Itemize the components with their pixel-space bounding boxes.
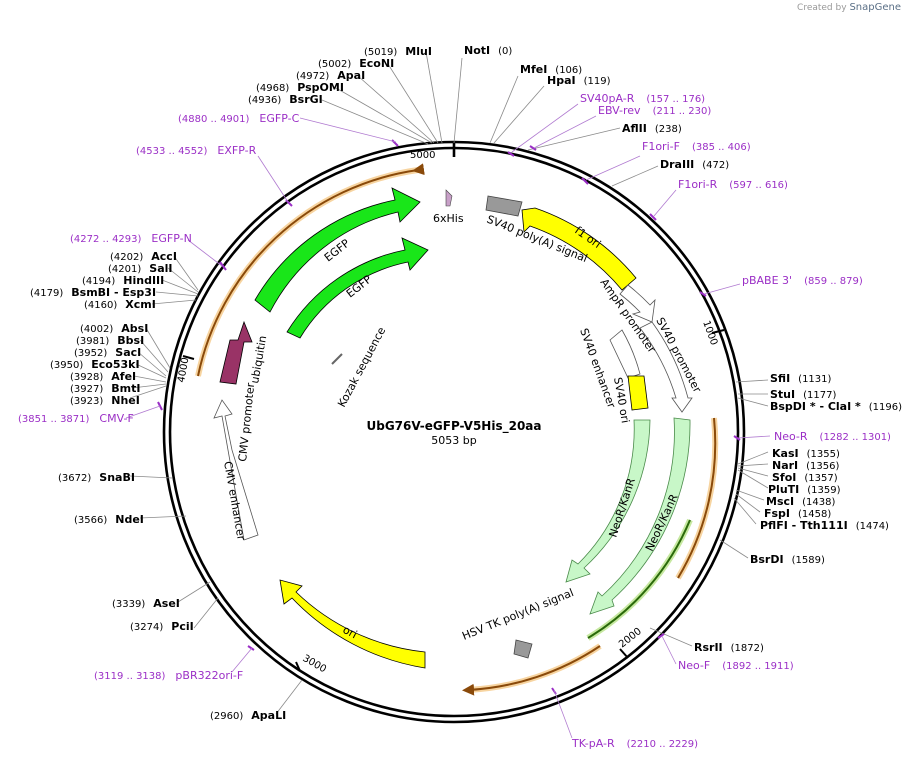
sv40pa-box bbox=[485, 195, 523, 217]
neor-arrow-inner bbox=[565, 419, 651, 583]
site-stui: StuI(1177) bbox=[770, 388, 836, 401]
site-hindiii: (4194)HindIII bbox=[82, 274, 164, 287]
site-absi: (4002)AbsI bbox=[80, 322, 148, 335]
primer-ebv-rev: EBV-rev(211 .. 230) bbox=[598, 104, 711, 117]
site-econi: (5002)EcoNI bbox=[318, 57, 394, 70]
site-apali: (2960)ApaLI bbox=[210, 709, 286, 722]
primer-pbabe3: pBABE 3'(859 .. 879) bbox=[742, 274, 863, 287]
plasmid-name: UbG76V-eGFP-V5His_20aa bbox=[367, 419, 542, 434]
ori-arrow bbox=[279, 579, 426, 669]
primer-pbr322ori-f: (3119 .. 3138)pBR322ori-F bbox=[94, 669, 243, 682]
credit-brand: SnapGene bbox=[849, 2, 901, 13]
hsvtk-box bbox=[513, 639, 533, 659]
sv40-promoter-arrow bbox=[639, 321, 693, 413]
primer-tk-pa-r: TK-pA-R(2210 .. 2229) bbox=[571, 737, 698, 750]
snapgene-credit: Created by SnapGene bbox=[797, 2, 901, 13]
site-hpai: HpaI(119) bbox=[547, 74, 611, 87]
site-leaders bbox=[129, 51, 769, 715]
credit-prefix: Created by bbox=[797, 3, 847, 13]
primer-labels: SV40pA-R(157 .. 176) EBV-rev(211 .. 230)… bbox=[18, 92, 891, 750]
label-6xhis: 6xHis bbox=[433, 212, 464, 225]
site-noti: NotI(0) bbox=[464, 44, 512, 57]
site-bspdi: BspDI * - ClaI *(1196) bbox=[770, 400, 902, 413]
site-sfii: SfiI(1131) bbox=[770, 372, 832, 385]
primer-leaders bbox=[125, 103, 771, 739]
ruler-3000: 3000 bbox=[301, 653, 329, 675]
site-snabi: (3672)SnaBI bbox=[58, 471, 135, 484]
site-kasi: KasI(1355) bbox=[772, 447, 840, 460]
site-asei: (3339)AseI bbox=[112, 597, 180, 610]
ruler-5000: 5000 bbox=[410, 150, 435, 161]
primer-f1ori-r: F1ori-R(597 .. 616) bbox=[678, 178, 788, 191]
site-draiii: DraIII(472) bbox=[660, 158, 729, 171]
ruler-4000: 4000 bbox=[176, 357, 191, 384]
primer-egfp-c: (4880 .. 4901)EGFP-C bbox=[178, 112, 300, 125]
egfp-arrow-outer bbox=[254, 187, 421, 313]
orf-arcs bbox=[195, 163, 719, 696]
site-ndei: (3566)NdeI bbox=[74, 513, 144, 526]
site-aflii: AflII(238) bbox=[622, 122, 682, 135]
site-xcmi: (4160)XcmI bbox=[84, 298, 156, 311]
ubiquitin-arrow bbox=[219, 320, 253, 385]
site-saci: (3952)SacI bbox=[74, 346, 141, 359]
primer-neo-r: Neo-R(1282 .. 1301) bbox=[774, 430, 891, 443]
features bbox=[213, 187, 693, 669]
label-ori: ori bbox=[341, 623, 360, 641]
site-nhei: (3923)NheI bbox=[70, 394, 140, 407]
site-apai: (4972)ApaI bbox=[296, 69, 365, 82]
site-msci: MscI(1438) bbox=[766, 495, 835, 508]
site-afei: (3928)AfeI bbox=[70, 370, 136, 383]
primer-egfp-n: (4272 .. 4293)EGFP-N bbox=[70, 232, 192, 245]
neor-arrow-outer bbox=[589, 417, 691, 615]
site-acci: (4202)AccI bbox=[110, 250, 177, 263]
label-hsvtk: HSV TK poly(A) signal bbox=[460, 586, 575, 643]
primer-sv40pa-r: SV40pA-R(157 .. 176) bbox=[580, 92, 705, 105]
site-eco53ki: (3950)Eco53kI bbox=[50, 358, 140, 371]
site-bmti: (3927)BmtI bbox=[70, 382, 140, 395]
site-labels: NotI(0) MfeI(106) HpaI(119) AflII(238) D… bbox=[30, 44, 902, 722]
label-kozak: Kozak sequence bbox=[335, 325, 388, 410]
site-rsrii: RsrII(1872) bbox=[694, 641, 764, 654]
primer-f1ori-f: F1ori-F(385 .. 406) bbox=[642, 140, 751, 153]
site-nari: NarI(1356) bbox=[772, 459, 840, 472]
site-mfei: MfeI(106) bbox=[520, 63, 582, 76]
f1ori-arrow bbox=[521, 207, 637, 291]
cmv-arrow bbox=[213, 399, 259, 541]
kozak-mark bbox=[331, 353, 343, 365]
site-bsrgi: (4936)BsrGI bbox=[248, 93, 323, 106]
site-pspomi: (4968)PspOMI bbox=[256, 81, 344, 94]
label-neo1: NeoR/KanR bbox=[606, 476, 637, 539]
site-pcii: (3274)PciI bbox=[130, 620, 194, 633]
site-sali: (4201)SalI bbox=[108, 262, 172, 275]
primer-neo-f: Neo-F(1892 .. 1911) bbox=[678, 659, 794, 672]
site-bbsi: (3981)BbsI bbox=[76, 334, 144, 347]
site-pluti: PluTI(1359) bbox=[768, 483, 841, 496]
site-pflfi: PflFI - Tth111I(1474) bbox=[760, 519, 889, 532]
site-mlui: (5019)MluI bbox=[364, 45, 432, 58]
ampr-promoter-arrow bbox=[619, 284, 656, 323]
sv40-enhancer-box bbox=[609, 329, 641, 379]
primer-cmv-f: (3851 .. 3871)CMV-F bbox=[18, 412, 134, 425]
plasmid-size: 5053 bp bbox=[431, 434, 476, 447]
site-sfoi: SfoI(1357) bbox=[772, 471, 838, 484]
sv40-ori-box bbox=[627, 375, 649, 411]
primer-exfp-r: (4533 .. 4552)EXFP-R bbox=[136, 144, 257, 157]
egfp-arrow-inner bbox=[286, 237, 429, 339]
his-box bbox=[445, 189, 453, 207]
site-fspi: FspI(1458) bbox=[764, 507, 831, 520]
site-bsmbi: (4179)BsmBI - Esp3I bbox=[30, 286, 156, 299]
site-bsrdi: BsrDI(1589) bbox=[750, 553, 825, 566]
label-cmvprom: CMV promoter bbox=[236, 382, 257, 463]
